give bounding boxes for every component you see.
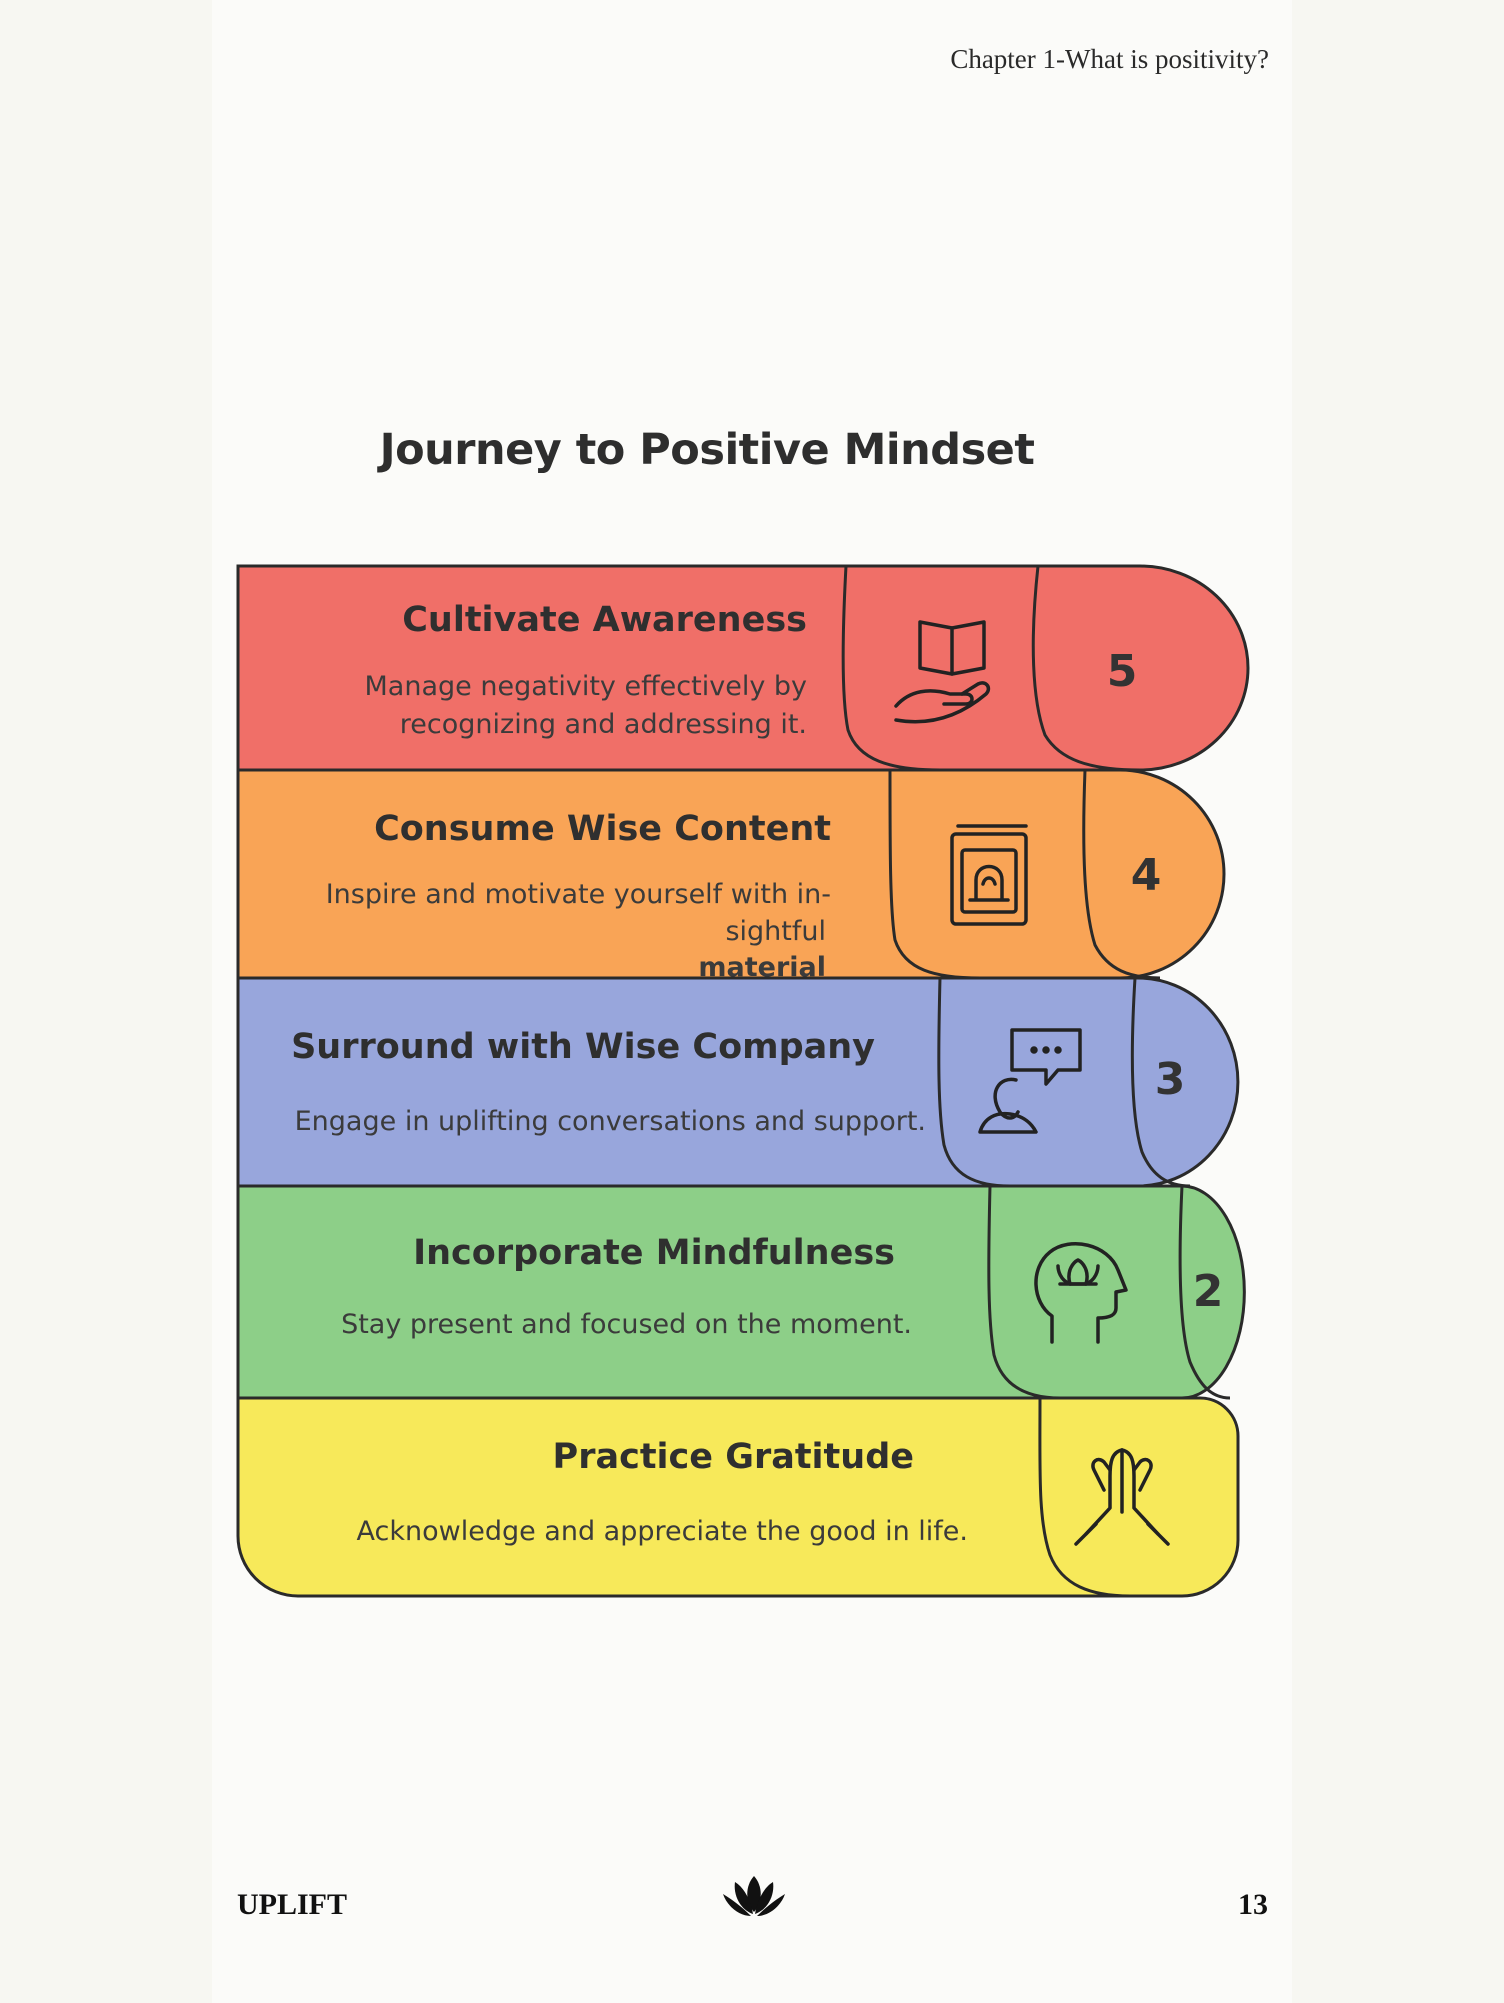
page-number: 13 xyxy=(1238,1888,1268,1921)
step-number-2: 2 xyxy=(1193,1266,1224,1317)
step-desc-4-line2: sightful xyxy=(725,916,826,947)
person-speech-bubble-icon xyxy=(978,1028,1082,1134)
step-band-2: Incorporate Mindfulness Stay present and… xyxy=(236,1184,1246,1400)
step-number-5: 5 xyxy=(1107,646,1138,697)
footer-book-title: UPLIFT xyxy=(237,1888,348,1921)
step-band-3: Surround with Wise Company Engage in upl… xyxy=(236,976,1240,1188)
diagram-title: Journey to Positive Mindset xyxy=(379,425,1035,475)
step-title-2: Incorporate Mindfulness xyxy=(413,1233,895,1273)
step-desc-3-line1: Engage in uplifting conversations and su… xyxy=(295,1106,926,1137)
step-desc-2-line1: Stay present and focused on the moment. xyxy=(341,1309,912,1340)
book-with-head-icon xyxy=(950,824,1028,926)
step-number-4: 4 xyxy=(1131,850,1162,901)
step-number-3: 3 xyxy=(1155,1054,1186,1105)
open-book-in-hand-icon xyxy=(894,620,991,724)
step-title-5: Cultivate Awareness xyxy=(402,600,807,640)
step-desc-5-line2: recognizing and addressing it. xyxy=(400,709,807,740)
step-title-4: Consume Wise Content xyxy=(374,809,831,849)
step-desc-4-line1: Inspire and motivate yourself with in- xyxy=(326,879,831,910)
head-with-lotus-icon xyxy=(1034,1242,1128,1344)
step-desc-5-line1: Manage negativity effectively by xyxy=(365,671,808,702)
step-band-4: Consume Wise Content Inspire and motivat… xyxy=(236,768,1226,983)
running-head: Chapter 1-What is positivity? xyxy=(950,44,1269,74)
step-band-1: Practice Gratitude Acknowledge and appre… xyxy=(236,1396,1240,1598)
step-title-3: Surround with Wise Company xyxy=(291,1027,875,1067)
step-title-1: Practice Gratitude xyxy=(553,1437,914,1477)
lotus-icon xyxy=(723,1876,785,1916)
praying-hands-icon xyxy=(1074,1448,1170,1546)
step-desc-1-line1: Acknowledge and appreciate the good in l… xyxy=(357,1516,968,1547)
step-band-5: Cultivate Awareness Manage negativity ef… xyxy=(236,564,1250,772)
